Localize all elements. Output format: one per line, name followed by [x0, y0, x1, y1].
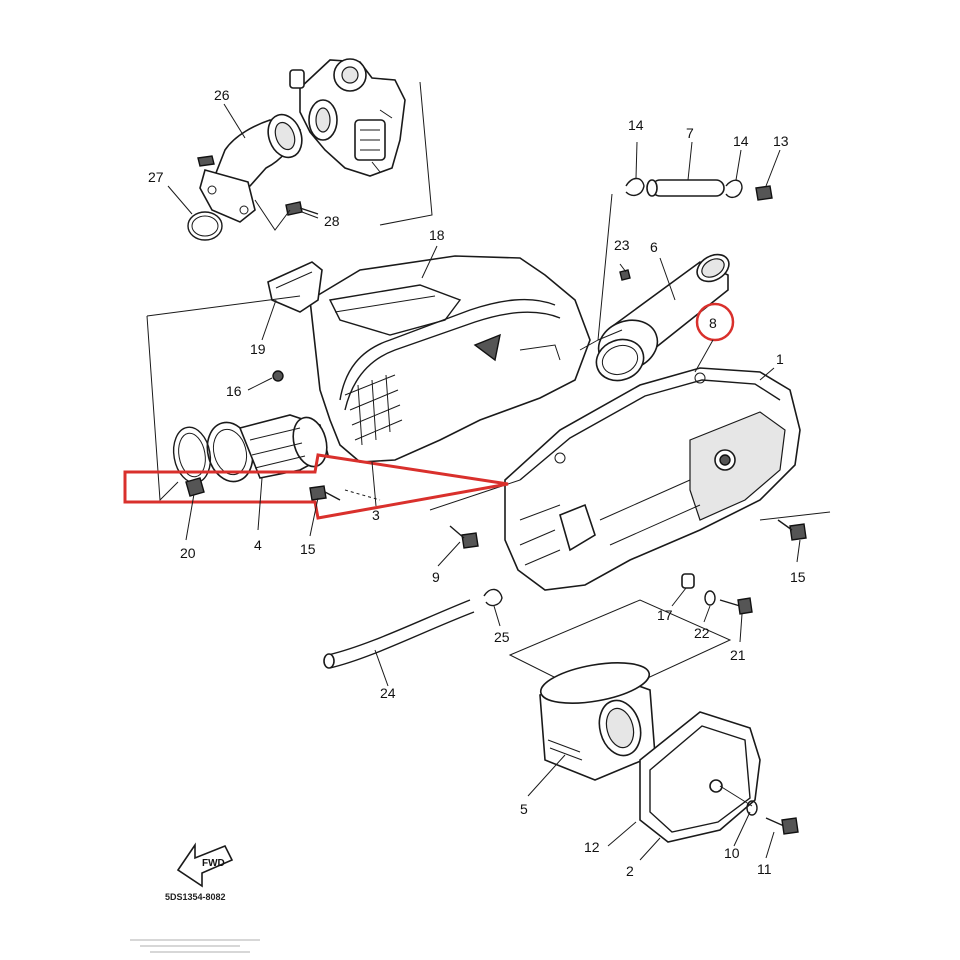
part-label-4: 4	[254, 537, 262, 553]
part-label-26: 26	[214, 87, 230, 103]
part-label-24: 24	[380, 685, 396, 701]
part-label-6: 6	[650, 239, 658, 255]
reference-code: 5DS1354-8082	[165, 892, 226, 902]
highlight-arrow	[123, 453, 509, 520]
part-label-15-left: 15	[300, 541, 316, 557]
part-label-17: 17	[657, 607, 673, 623]
clamp-20	[172, 426, 212, 497]
clip-25	[483, 588, 503, 607]
forward-label: FWD	[202, 858, 225, 869]
part-label-14-left: 14	[628, 117, 644, 133]
bolt-21	[719, 597, 753, 615]
left-cover	[309, 255, 591, 463]
highlight-circle	[695, 302, 735, 342]
part-label-3: 3	[372, 507, 380, 523]
part-label-1: 1	[776, 351, 784, 367]
washer-10	[746, 800, 758, 816]
screw-15-right	[777, 519, 807, 541]
part-label-21: 21	[730, 647, 746, 663]
part-label-20: 20	[180, 545, 196, 561]
screw-28	[285, 201, 319, 216]
tube-7	[646, 179, 725, 197]
part-label-18: 18	[429, 227, 445, 243]
filter-case	[504, 367, 801, 591]
part-label-7: 7	[686, 125, 694, 141]
carburetor	[289, 58, 406, 177]
scan-noise	[130, 939, 260, 953]
part-label-2: 2	[626, 863, 634, 879]
part-label-14-right: 14	[733, 133, 749, 149]
screw-9	[449, 525, 479, 549]
forward-arrow: FWD	[176, 842, 234, 888]
gasket-grid	[344, 374, 403, 446]
part-label-12: 12	[584, 839, 600, 855]
air-duct	[595, 253, 730, 382]
screw-11	[765, 817, 799, 835]
screw-15-left	[309, 485, 341, 501]
part-label-28: 28	[324, 213, 340, 229]
part-label-19: 19	[250, 341, 266, 357]
intake-boot	[206, 414, 329, 483]
band-ring	[187, 211, 223, 241]
part-label-13: 13	[773, 133, 789, 149]
clip-14-right	[725, 179, 743, 199]
leader-lines	[167, 103, 801, 861]
part-label-23: 23	[614, 237, 630, 253]
filter-element	[539, 662, 656, 781]
part-label-11: 11	[757, 861, 772, 877]
intake-joint	[197, 113, 303, 223]
clip-14-left	[625, 177, 645, 197]
part-label-9: 9	[432, 569, 440, 585]
part-label-16: 16	[226, 383, 242, 399]
part-label-8: 8	[709, 315, 717, 331]
screw-13	[755, 185, 773, 201]
part-label-5: 5	[520, 801, 528, 817]
hose-24	[323, 599, 475, 669]
part-label-10: 10	[724, 845, 740, 861]
washer-22	[704, 590, 716, 606]
part-label-25: 25	[494, 629, 510, 645]
part-labels: 1 2 3 4 5 6 7 8 9 10 11 12 13 14 14 15 1…	[148, 87, 806, 879]
bolt-16	[272, 370, 284, 382]
collar-17	[681, 573, 695, 589]
part-label-27: 27	[148, 169, 164, 185]
cover-cap	[639, 711, 761, 843]
part-label-15-right: 15	[790, 569, 806, 585]
part-label-22: 22	[694, 625, 710, 641]
